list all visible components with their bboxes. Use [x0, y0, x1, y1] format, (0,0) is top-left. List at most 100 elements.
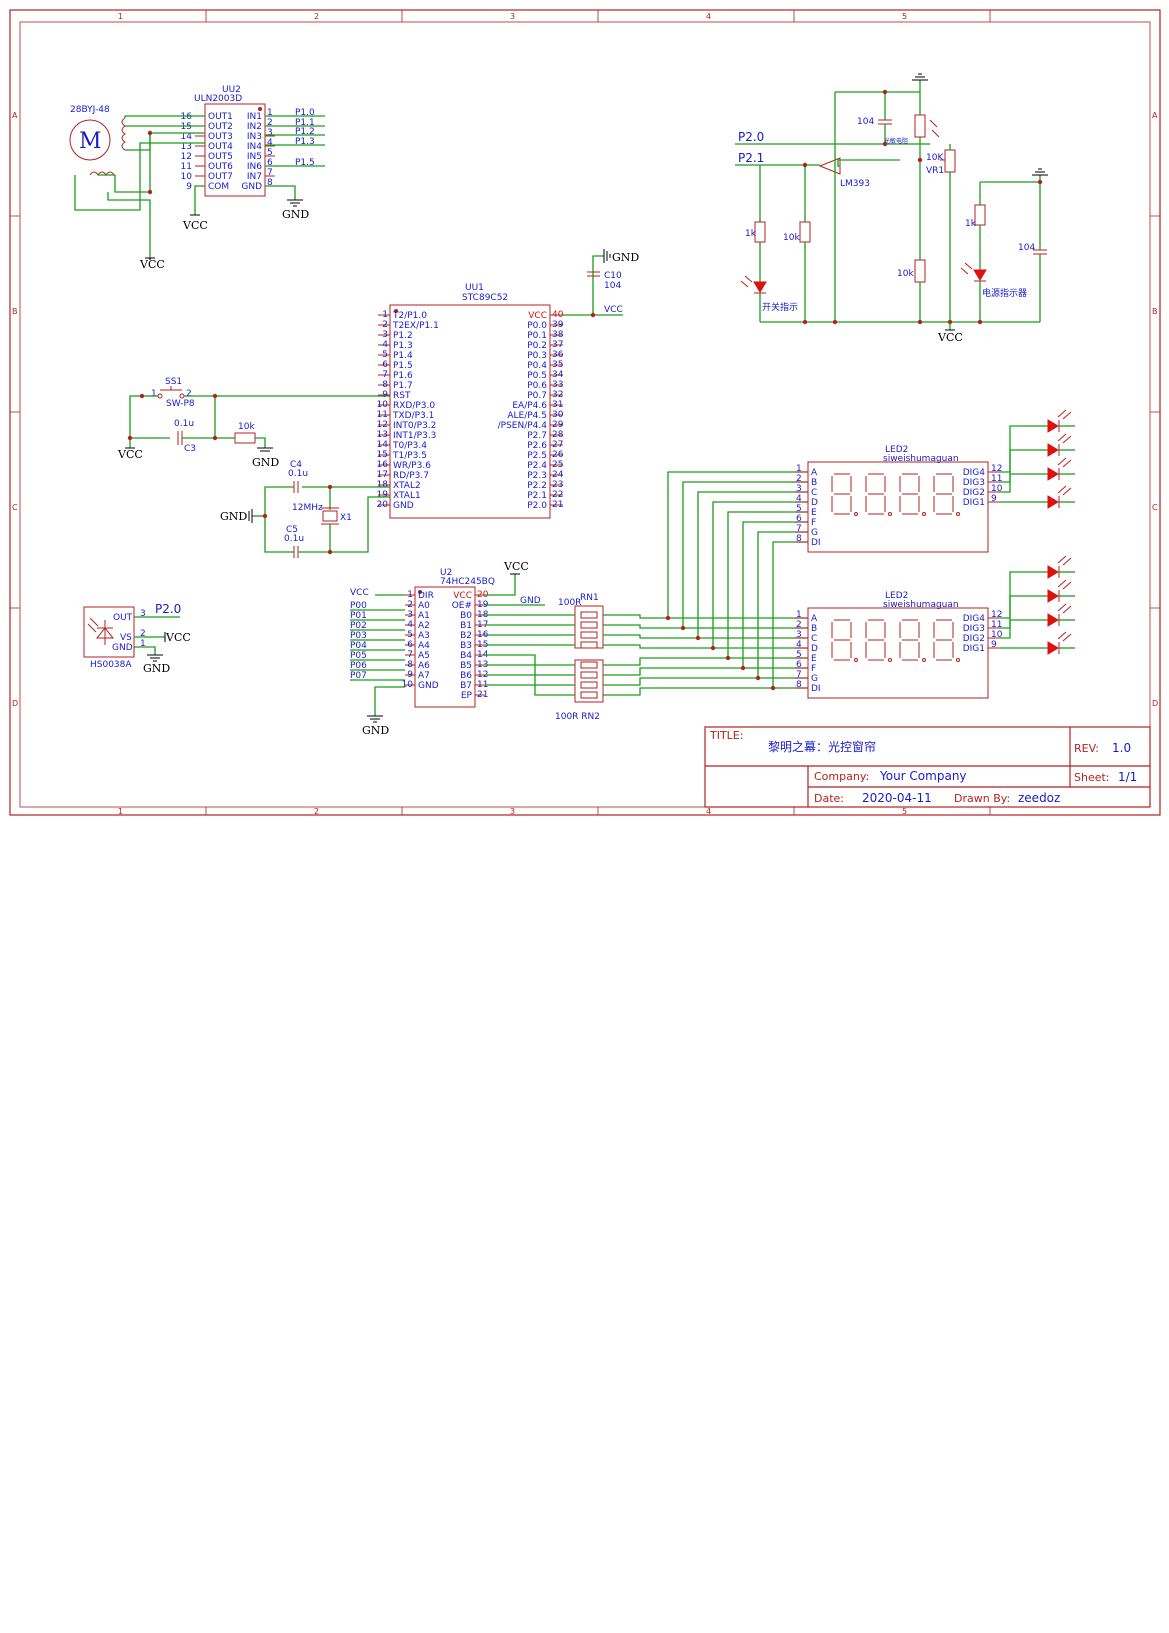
display-digit	[933, 619, 954, 661]
display-seg-num: 2	[796, 620, 802, 630]
mcu-right-pin-num: 30	[552, 410, 564, 420]
buf-right-pin-num: 21	[477, 690, 488, 700]
rn-resistor	[580, 661, 598, 669]
mcu-left-pin-label: RD/P3.7	[393, 471, 429, 481]
uln-right-pin-num: 4	[267, 138, 273, 148]
stc89c52-body	[389, 304, 551, 519]
u2-gnd-label: GND	[362, 724, 389, 737]
buf-right-pin-num: 11	[477, 680, 488, 690]
c4-ref: C4	[290, 460, 302, 470]
title-value: 黎明之幕：光控窗帘	[768, 739, 876, 754]
mcu-right-pin-label: VCC	[528, 311, 547, 321]
sheet-label: Sheet:	[1074, 771, 1110, 784]
uln-left-pin-label: OUT4	[208, 142, 233, 152]
mcu-left-pin-num: 13	[377, 430, 388, 440]
rn-resistor	[580, 691, 598, 699]
mcu-left-pin-num: 5	[382, 350, 388, 360]
c3-ref: C3	[184, 444, 196, 454]
uln-left-pin-label: OUT6	[208, 162, 233, 172]
display-seg-num: 5	[796, 504, 802, 514]
display-digit	[899, 619, 920, 661]
mcu-left-pin-label: RST	[393, 391, 411, 401]
mcu-section: UU1 STC89C52 T2/P1.01T2EX/P1.12P1.23P1.3…	[377, 249, 639, 519]
mcu-right-pin-label: P0.7	[527, 391, 547, 401]
date-value: 2020-04-11	[862, 791, 932, 805]
mcu-right-pin-num: 21	[552, 500, 563, 510]
buf-left-pin-num: 4	[407, 620, 413, 630]
mcu-right-pin-label: P2.6	[527, 441, 547, 451]
ir-gnd-label: GND	[143, 662, 170, 675]
grid-row-d-left: D	[12, 699, 18, 708]
light-sensor-section: P2.0 P2.1 104 光敏电阻 10K VR1 LM393	[735, 73, 1048, 344]
rn-resistor	[580, 631, 598, 639]
mcu-left-pin-num: 9	[382, 390, 388, 400]
motor-vcc-label: VCC	[139, 258, 165, 271]
sensor-cap1: 104	[857, 117, 874, 127]
title-label: TITLE:	[709, 729, 743, 742]
buf-right-pin-label: B4	[460, 651, 472, 661]
mcu-right-pin-num: 28	[552, 430, 564, 440]
mcu-right-pin-label: P0.5	[527, 371, 547, 381]
sensor-vcc-label: VCC	[937, 331, 963, 344]
mcu-right-pin-num: 35	[552, 360, 563, 370]
uln-left-pin-num: 12	[181, 152, 192, 162]
mcu-left-pin-label: P1.6	[393, 371, 413, 381]
ir-num-1: 1	[140, 639, 146, 649]
drawn-by-value: zeedoz	[1018, 791, 1060, 805]
ir-vcc-label: VCC	[165, 631, 191, 644]
uln-right-pin-num: 6	[267, 158, 273, 168]
display-dig-num: 10	[991, 484, 1003, 494]
c10-ref: C10	[604, 271, 622, 281]
buf-right-pin-label: B6	[460, 671, 472, 681]
uln2003-body	[204, 103, 266, 197]
mcu-left-pin-num: 4	[382, 340, 388, 350]
rn-resistor	[580, 671, 598, 679]
uln-gnd-label: GND	[282, 208, 309, 221]
rn1-val: 100R	[558, 598, 581, 608]
uln-left-pin-label: OUT1	[208, 112, 233, 122]
mcu-right-pin-label: P0.1	[527, 331, 547, 341]
mcu-left-pin-num: 1	[382, 310, 388, 320]
display-seg-pin: G	[811, 528, 818, 538]
mcu-left-pin-num: 3	[382, 330, 388, 340]
company-value: Your Company	[879, 769, 967, 783]
indicator-led	[1047, 419, 1059, 433]
mcu-left-pin-num: 20	[377, 500, 389, 510]
buf-right-pin-num: 14	[477, 650, 489, 660]
display-dp	[956, 512, 960, 516]
display-seg-pin: B	[811, 478, 817, 488]
r1k-b: 1k	[965, 219, 977, 229]
mcu-right-pin-num: 26	[552, 450, 564, 460]
display-seg-num: 2	[796, 474, 802, 484]
buf-left-pin-label: A7	[418, 671, 430, 681]
uln-ref: UU2	[222, 85, 241, 95]
display-part: siweishumaguan	[883, 454, 959, 464]
display-dig-pin: DIG1	[963, 498, 985, 508]
mcu-left-pin-label: P1.5	[393, 361, 413, 371]
display-seg-pin: F	[811, 664, 816, 674]
reset-vcc-label: VCC	[117, 448, 143, 461]
display-digit	[831, 473, 852, 515]
buf-left-pin-label: GND	[418, 681, 439, 691]
rev-value: 1.0	[1112, 741, 1131, 755]
display-seg-num: 3	[796, 630, 802, 640]
c10-val: 104	[604, 281, 621, 291]
display-digit	[831, 619, 852, 661]
mcu-right-pin-label: P2.0	[527, 501, 547, 511]
buf-right-pin-num: 18	[477, 610, 489, 620]
display-dig-pin: DIG3	[963, 624, 985, 634]
sw-ref: SS1	[165, 377, 182, 387]
buf-left-pin-label: A2	[418, 621, 430, 631]
mcu-left-pin-label: XTAL1	[393, 491, 421, 501]
mcu-right-pin-num: 40	[552, 310, 564, 320]
rn-resistor	[580, 681, 598, 689]
display-dig-pin: DIG4	[963, 614, 986, 624]
display-seg-pin: F	[811, 518, 816, 528]
display-seg-pin: D	[811, 644, 818, 654]
uln-part: ULN2003D	[194, 94, 242, 104]
stepper-motor-section: 28BYJ-48 M UU2 ULN2003D OUT116OUT215OUT3…	[69, 85, 325, 271]
uln-left-pin-num: 14	[181, 132, 193, 142]
display-seg-pin: B	[811, 624, 817, 634]
